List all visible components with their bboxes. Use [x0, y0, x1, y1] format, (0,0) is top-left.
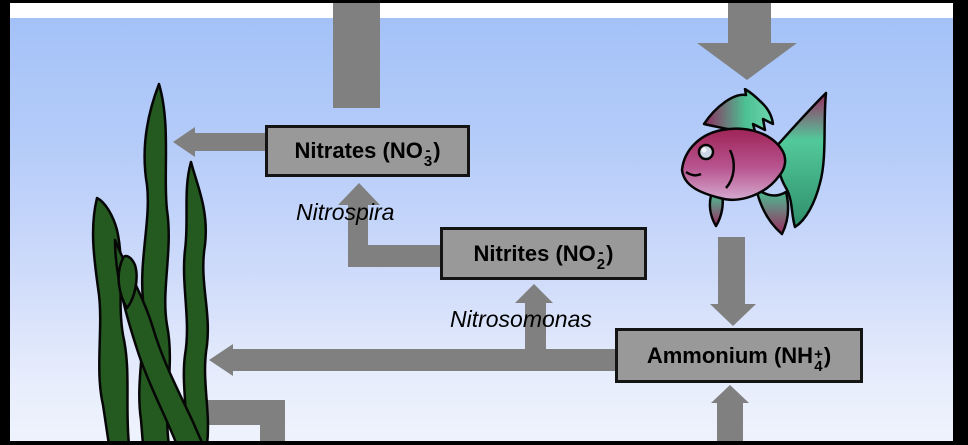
plant-leaf [113, 238, 205, 445]
fish-tail-fin [773, 91, 828, 229]
nitrites-label-suffix: ) [606, 240, 614, 266]
waste-to-ammonium-arrow-shaft [717, 403, 743, 441]
nitrites-to-nitrates-arrow-bar [348, 245, 440, 267]
fish-mouth [685, 170, 702, 177]
nitrites-label-prefix: Nitrites (NO [473, 240, 596, 266]
nitrates-box: Nitrates (NO-3) [265, 125, 470, 177]
tank-frame-bottom [0, 441, 968, 445]
tank-frame-right [953, 0, 968, 445]
waste-to-ammonium-arrow-head [711, 385, 749, 403]
ammonium-box: Ammonium (NH+4) [615, 328, 863, 383]
nitrates-label-prefix: Nitrates (NO [294, 138, 423, 163]
nitrates-up-arrow-shaft [333, 3, 380, 108]
superscript-charge: + [814, 346, 823, 364]
air-band [0, 0, 968, 18]
feed-down-arrow-head [697, 43, 797, 80]
ammonium-to-plant-arrow-head [209, 344, 233, 376]
fish-to-ammonium-arrow-head [710, 304, 756, 326]
nitrites-box: Nitrites (NO-2) [440, 227, 647, 280]
plant-elbow-arrow-horizontal [198, 400, 285, 425]
ammonium-to-nitrites-arrow-head [515, 284, 553, 303]
nitrates-to-plant-arrow-head [173, 127, 195, 157]
ammonium-label-prefix: Ammonium (NH [646, 342, 814, 368]
nitrates-to-plant-arrow-shaft [195, 133, 267, 151]
feed-down-arrow-shaft [728, 3, 771, 43]
fish-gill-line [725, 149, 735, 189]
ammonium-label-suffix: ) [823, 342, 832, 368]
tank-frame-top [0, 0, 968, 3]
fish-icon [680, 88, 828, 236]
ammonium-to-plant-arrow-shaft [231, 349, 617, 371]
plant-leaf [91, 196, 131, 445]
plant-leaf [117, 254, 138, 310]
seaweed-plant-icon [91, 82, 210, 445]
fish-eye-highlight [701, 147, 707, 153]
nitrospira-label: Nitrospira [296, 199, 395, 225]
tank-frame-left [0, 0, 10, 445]
ammonium-formula-charge: +4 [814, 346, 823, 375]
plant-leaf [182, 160, 210, 445]
nitrites-to-nitrates-arrow-shaft [348, 205, 368, 267]
fish-eye [697, 143, 715, 161]
nitrites-to-nitrates-arrow-head [338, 183, 380, 205]
subscript-count: 3 [423, 153, 433, 170]
subscript-count: 2 [596, 255, 606, 273]
subscript-count: 4 [814, 357, 823, 375]
nitrites-formula-charge: -2 [596, 244, 606, 273]
plant-elbow-arrow-vertical [260, 425, 285, 441]
superscript-charge: - [598, 244, 604, 262]
nitrates-label-suffix: ) [433, 138, 441, 163]
ammonium-to-nitrites-arrow-shaft [525, 303, 546, 351]
nitrates-formula-charge: -3 [423, 141, 433, 170]
nitrosomonas-label: Nitrosomonas [450, 306, 592, 332]
fish-to-ammonium-arrow-shaft [718, 237, 745, 304]
superscript-charge: - [425, 141, 431, 159]
fish-rear-lower-fin [754, 186, 790, 236]
